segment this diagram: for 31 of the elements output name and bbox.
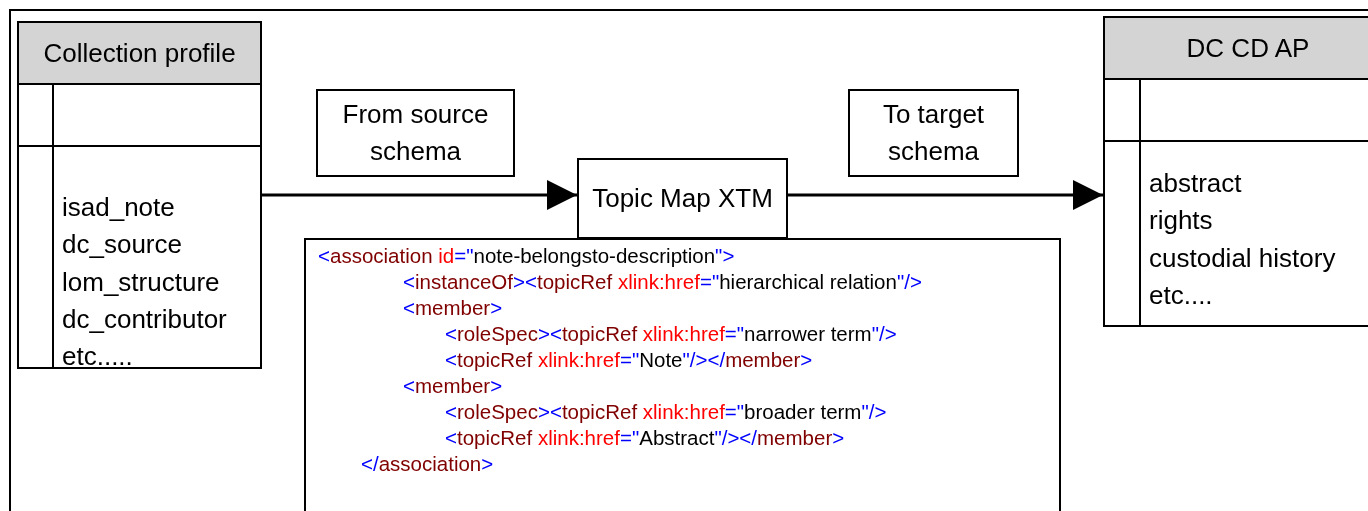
- code-line: <member>: [403, 295, 503, 321]
- attribute-text: etc....: [1149, 280, 1213, 310]
- code-line: <member>: [403, 373, 503, 399]
- class-table: [1103, 16, 1368, 327]
- class-name: Collection profile: [43, 37, 236, 69]
- attribute-text: dc_source: [62, 229, 182, 259]
- attribute-text: isad_note: [62, 192, 175, 222]
- class-table: [17, 21, 262, 369]
- box-label: To target schema: [881, 98, 986, 168]
- attribute-text: abstract: [1149, 168, 1242, 198]
- process-box: [577, 158, 788, 239]
- box-label: From source schema: [341, 98, 490, 168]
- process-box: [848, 89, 1019, 177]
- class-name: DC CD AP: [1186, 32, 1310, 64]
- code-line: <roleSpec><topicRef xlink:href="narrower term"/>: [445, 321, 897, 347]
- process-box: [316, 89, 515, 177]
- code-line: <roleSpec><topicRef xlink:href="broader term"/>: [445, 399, 887, 425]
- box-label: Topic Map XTM: [592, 182, 773, 215]
- code-line: </association>: [361, 451, 494, 477]
- code-line: <topicRef xlink:href="Note"/></member>: [445, 347, 813, 373]
- attribute-text: custodial history: [1149, 243, 1336, 273]
- arrow: [262, 180, 577, 210]
- code-line: <topicRef xlink:href="Abstract"/></member>: [445, 425, 845, 451]
- attribute-text: dc_contributor: [62, 304, 227, 334]
- code-line: <instanceOf><topicRef xlink:href="hierarchical relation"/>: [403, 269, 922, 295]
- code-line: <association id="note-belongsto-description">: [318, 243, 735, 269]
- arrow: [788, 180, 1103, 210]
- code-box: [304, 238, 1061, 511]
- attribute-text: rights: [1149, 205, 1213, 235]
- attribute-text: lom_structure: [62, 267, 220, 297]
- attribute-text: etc.....: [62, 341, 133, 371]
